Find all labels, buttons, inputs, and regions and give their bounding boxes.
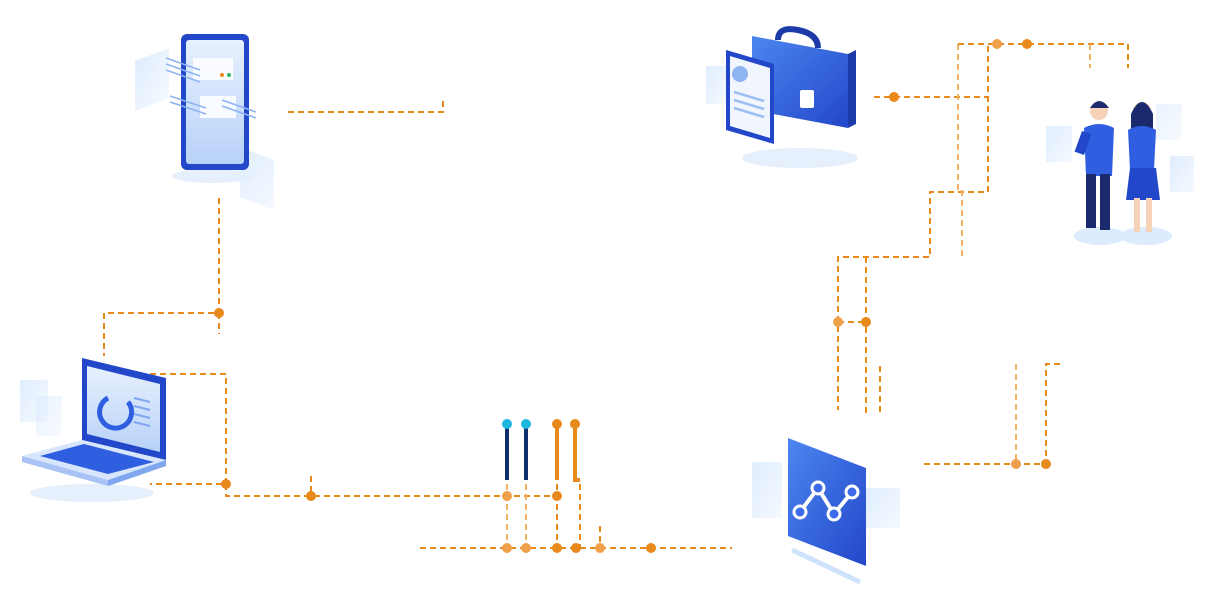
connector-node [646, 543, 656, 553]
tablet-icon [135, 34, 274, 210]
connector-line [958, 43, 1129, 68]
connector-node [502, 491, 512, 501]
business-people-icon [1046, 101, 1194, 245]
connector-node [552, 491, 562, 501]
connector-line [924, 363, 1062, 465]
connector-node [1041, 459, 1051, 469]
connector-node [221, 479, 231, 489]
connector-node [833, 317, 843, 327]
connector-node [1022, 39, 1032, 49]
analytics-chart-icon [752, 438, 900, 585]
connector-node [889, 92, 899, 102]
connector-lines [103, 43, 1129, 549]
connector-node [571, 543, 581, 553]
connector-node [552, 543, 562, 553]
connector-node [306, 491, 316, 501]
connector-line [103, 198, 220, 356]
briefcase-document-icon [706, 26, 858, 168]
connector-pins-icon [502, 419, 580, 482]
connector-line [837, 46, 989, 410]
connector-line [288, 101, 444, 113]
connector-node [992, 39, 1002, 49]
connector-node [1011, 459, 1021, 469]
connector-node [502, 543, 512, 553]
connector-node [214, 308, 224, 318]
connector-node [861, 317, 871, 327]
connector-nodes [214, 39, 1051, 553]
connector-line [150, 373, 227, 485]
laptop-icon [20, 358, 166, 502]
connector-node [595, 543, 605, 553]
connector-node [521, 543, 531, 553]
